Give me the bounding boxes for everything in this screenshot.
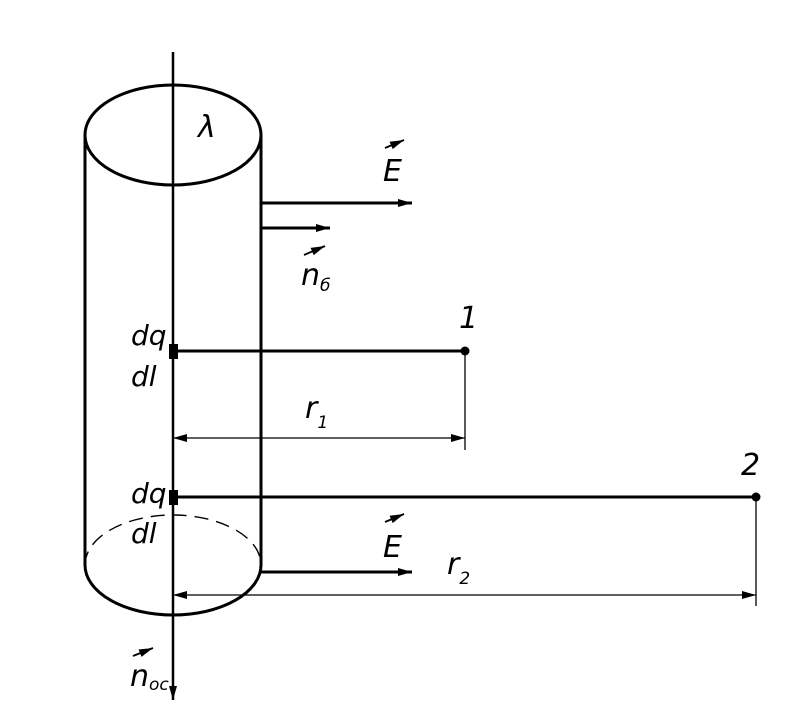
point-2-label: 2: [741, 448, 760, 483]
radius-subscript-1: 1: [317, 413, 328, 433]
charge-label-1: dq: [131, 319, 167, 352]
charge-label-2: dq: [131, 477, 167, 510]
length-label-2: dl: [131, 517, 157, 550]
svg-text:r1: r1: [305, 391, 328, 433]
svg-text:r2: r2: [447, 547, 470, 589]
side-normal-label: n: [301, 258, 320, 293]
field-label-top: E: [383, 154, 402, 189]
vector-arrow-icons: [132, 139, 405, 657]
side-normal-subscript: б: [320, 276, 330, 296]
lambda-label: λ: [196, 110, 216, 145]
svg-text:nос: nос: [130, 659, 169, 695]
radius-subscript-2: 2: [459, 569, 470, 589]
axis-normal-label: n: [130, 659, 149, 694]
field-label-bottom: E: [383, 530, 402, 565]
svg-text:nб: nб: [301, 258, 331, 296]
radius-label-1: r: [305, 391, 319, 426]
charge-element-1: [169, 344, 178, 359]
point-1-label: 1: [459, 301, 478, 336]
charge-element-2: [169, 490, 178, 505]
length-label-1: dl: [131, 360, 157, 393]
radius-label-2: r: [447, 547, 461, 582]
axis-normal-subscript: ос: [149, 675, 169, 695]
